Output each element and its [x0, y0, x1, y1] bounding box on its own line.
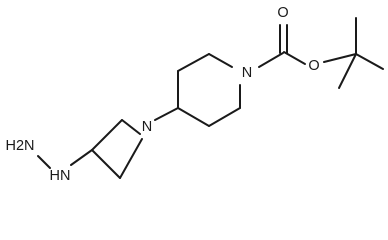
carbamate-group	[258, 24, 306, 68]
bond-az-ch2-top-c3	[91, 119, 123, 151]
bond-pip-c5-c6	[208, 107, 241, 127]
bond-az-c3-ch2-bottom	[91, 149, 121, 179]
piperidine-ring	[177, 53, 241, 127]
piperidine-nitrogen-label: N	[242, 65, 252, 81]
bond-az-n-ch2-top	[121, 119, 141, 135]
carbonyl-oxygen-label: O	[277, 5, 288, 21]
chemical-structure-diagram: O O N N HN H2N	[5, 5, 384, 184]
bond-az-ch2-bottom-n	[119, 138, 143, 179]
hydrazine-group	[37, 149, 93, 169]
bond-tbu-methyl-down	[338, 53, 357, 89]
bond-ester-oxygen-to-carbonyl	[283, 51, 306, 65]
bond-pip-c4-c5	[177, 107, 210, 127]
azetidine-ring	[91, 119, 143, 179]
bond-az-c3-to-nh	[70, 149, 93, 166]
ester-oxygen-label: O	[308, 58, 319, 74]
tert-butyl-group	[323, 17, 384, 89]
bond-carbonyl-to-n	[258, 52, 284, 68]
hydrazine-nh2-label: H2N	[5, 138, 34, 154]
bond-tbu-to-ester-oxygen	[323, 53, 357, 63]
bond-pip-n-c2	[208, 53, 233, 68]
bond-pip-c4-to-azetidine-n	[154, 107, 179, 121]
azetidine-nitrogen-label: N	[142, 119, 152, 135]
bond-nh-to-nh2	[37, 155, 51, 169]
bond-tbu-methyl-right	[355, 53, 384, 70]
bond-pip-c2-c3	[177, 53, 210, 72]
hydrazine-nh-label: HN	[50, 168, 71, 184]
